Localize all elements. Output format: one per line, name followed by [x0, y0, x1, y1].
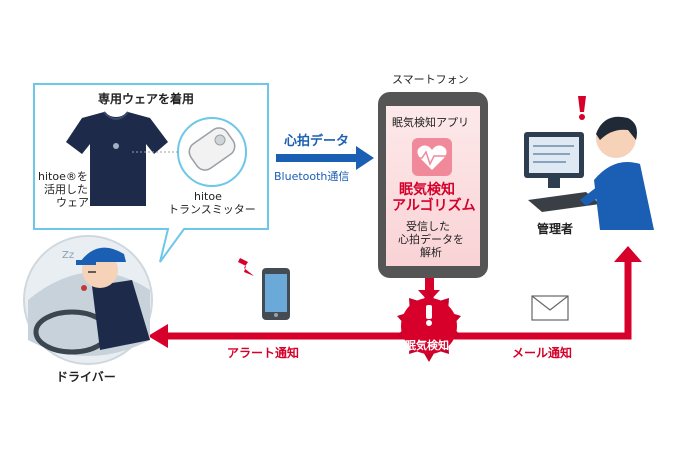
algorithm-line-1: 眠気検知	[399, 182, 455, 198]
mail-notice-label: メール通知	[512, 346, 573, 360]
alert-badge	[397, 290, 461, 362]
svg-text:Zz: Zz	[62, 250, 74, 261]
arrow-left-to-driver	[148, 324, 168, 348]
small-phone-icon	[238, 258, 290, 320]
desc-line-2: 心拍データを	[398, 233, 464, 246]
transmitter-icon	[177, 117, 247, 187]
manager-label: 管理者	[537, 222, 574, 236]
shirt-icon	[66, 111, 168, 206]
heart-data-label: 心拍データ	[284, 134, 350, 149]
alert-notice-label: アラート通知	[227, 346, 300, 360]
mail-icon	[531, 295, 569, 321]
desc-line-1: 受信した	[406, 220, 450, 233]
shirt-label-line-3: ウェア	[56, 196, 89, 209]
alert-badge-label: 眠気検知	[405, 339, 449, 352]
heart-data-arrow	[276, 146, 374, 170]
desc-line-3: 解析	[420, 246, 442, 259]
driver-illustration: Zz	[23, 235, 153, 365]
bluetooth-label: Bluetooth通信	[274, 170, 350, 183]
app-name: 眠気検知アプリ	[392, 116, 469, 129]
arrow-up-to-manager	[614, 246, 642, 262]
smartphone-illustration	[378, 92, 488, 278]
notification-flow-lines	[148, 246, 642, 348]
wear-box-title: 専用ウェアを着用	[98, 92, 195, 106]
algorithm-line-2: アルゴリズム	[392, 198, 476, 214]
shirt-label-line-1: hitoe®を	[38, 170, 88, 183]
manager-illustration	[524, 96, 654, 230]
driver-label: ドライバー	[56, 370, 116, 384]
transmitter-label-line-1: hitoe	[194, 190, 222, 203]
shirt-label-line-2: 活用した	[44, 183, 88, 196]
transmitter-label-line-2: トランスミッター	[168, 203, 256, 216]
smartphone-title: スマートフォン	[392, 73, 469, 86]
